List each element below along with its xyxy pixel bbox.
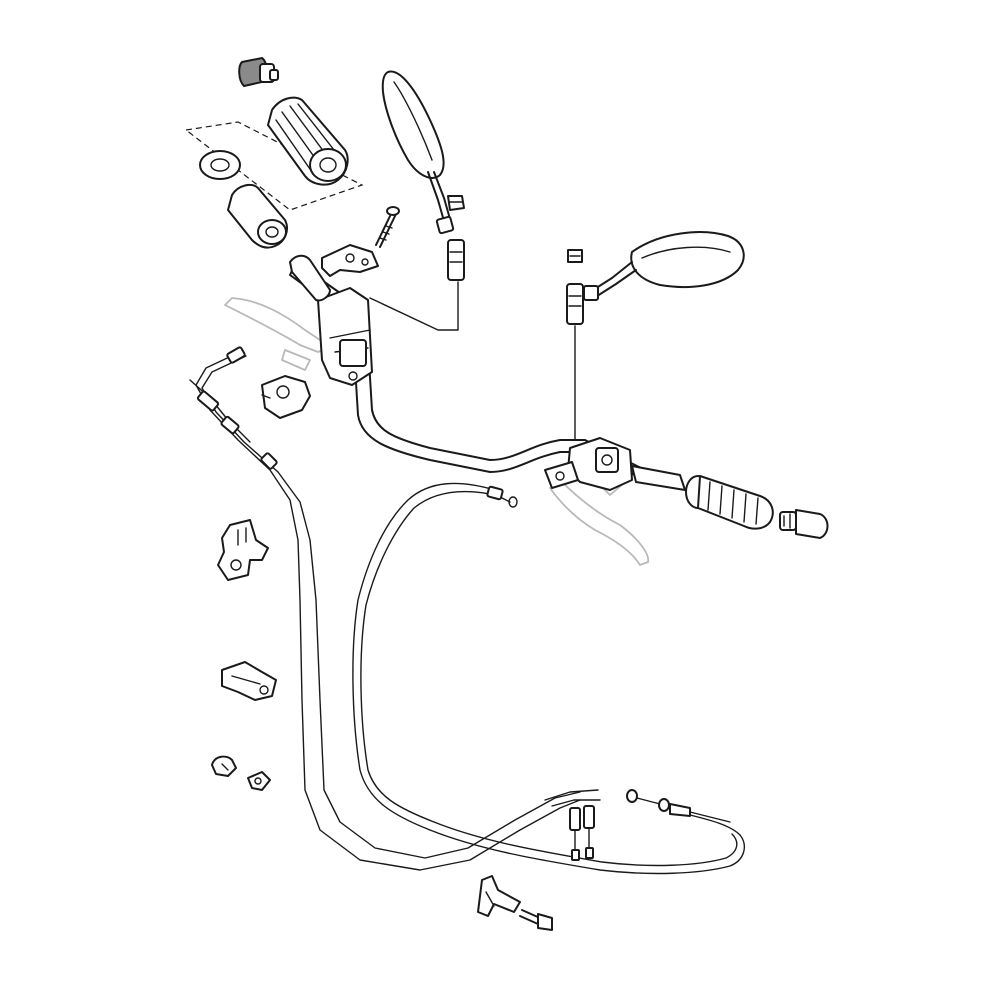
cable-clip-small-b: [247, 771, 271, 791]
clamp-screw: [375, 206, 400, 248]
clutch-cable: [352, 482, 746, 875]
throttle-cable-assembly: [189, 346, 581, 871]
throttle-clamp-upper: [321, 244, 379, 277]
left-mirror-nut: [447, 195, 465, 211]
right-lever-housing: [544, 437, 633, 491]
left-mirror: [381, 70, 455, 235]
cable-holder-lower: [221, 661, 277, 701]
left-grip-callout-box: [185, 121, 364, 211]
cable-clip-small-a: [211, 755, 237, 777]
left-mirror-adapter: [447, 239, 465, 281]
throttle-sleeve: [227, 183, 288, 249]
right-mirror-adapter: [566, 283, 584, 325]
right-mirror-nut: [567, 249, 583, 263]
bracket-bolt: [519, 909, 553, 931]
cable-guide-bracket: [477, 875, 521, 917]
right-mirror: [583, 231, 745, 301]
right-grip: [685, 475, 774, 530]
bar-end-weight-right: [779, 509, 829, 539]
right-grip-collar: [631, 465, 686, 491]
left-grip: [267, 96, 349, 186]
cable-holder-upper: [217, 519, 269, 581]
left-mirror-leader-line: [369, 281, 459, 331]
throttle-housing: [317, 287, 373, 386]
grip-washer: [199, 150, 241, 180]
throttle-clamp-lower: [261, 375, 311, 419]
bar-end-weight-left: [238, 56, 279, 88]
throttle-tube-on-bar: [289, 254, 331, 302]
clutch-cable-end: [626, 789, 731, 823]
cable-lower-ends: [544, 789, 601, 861]
